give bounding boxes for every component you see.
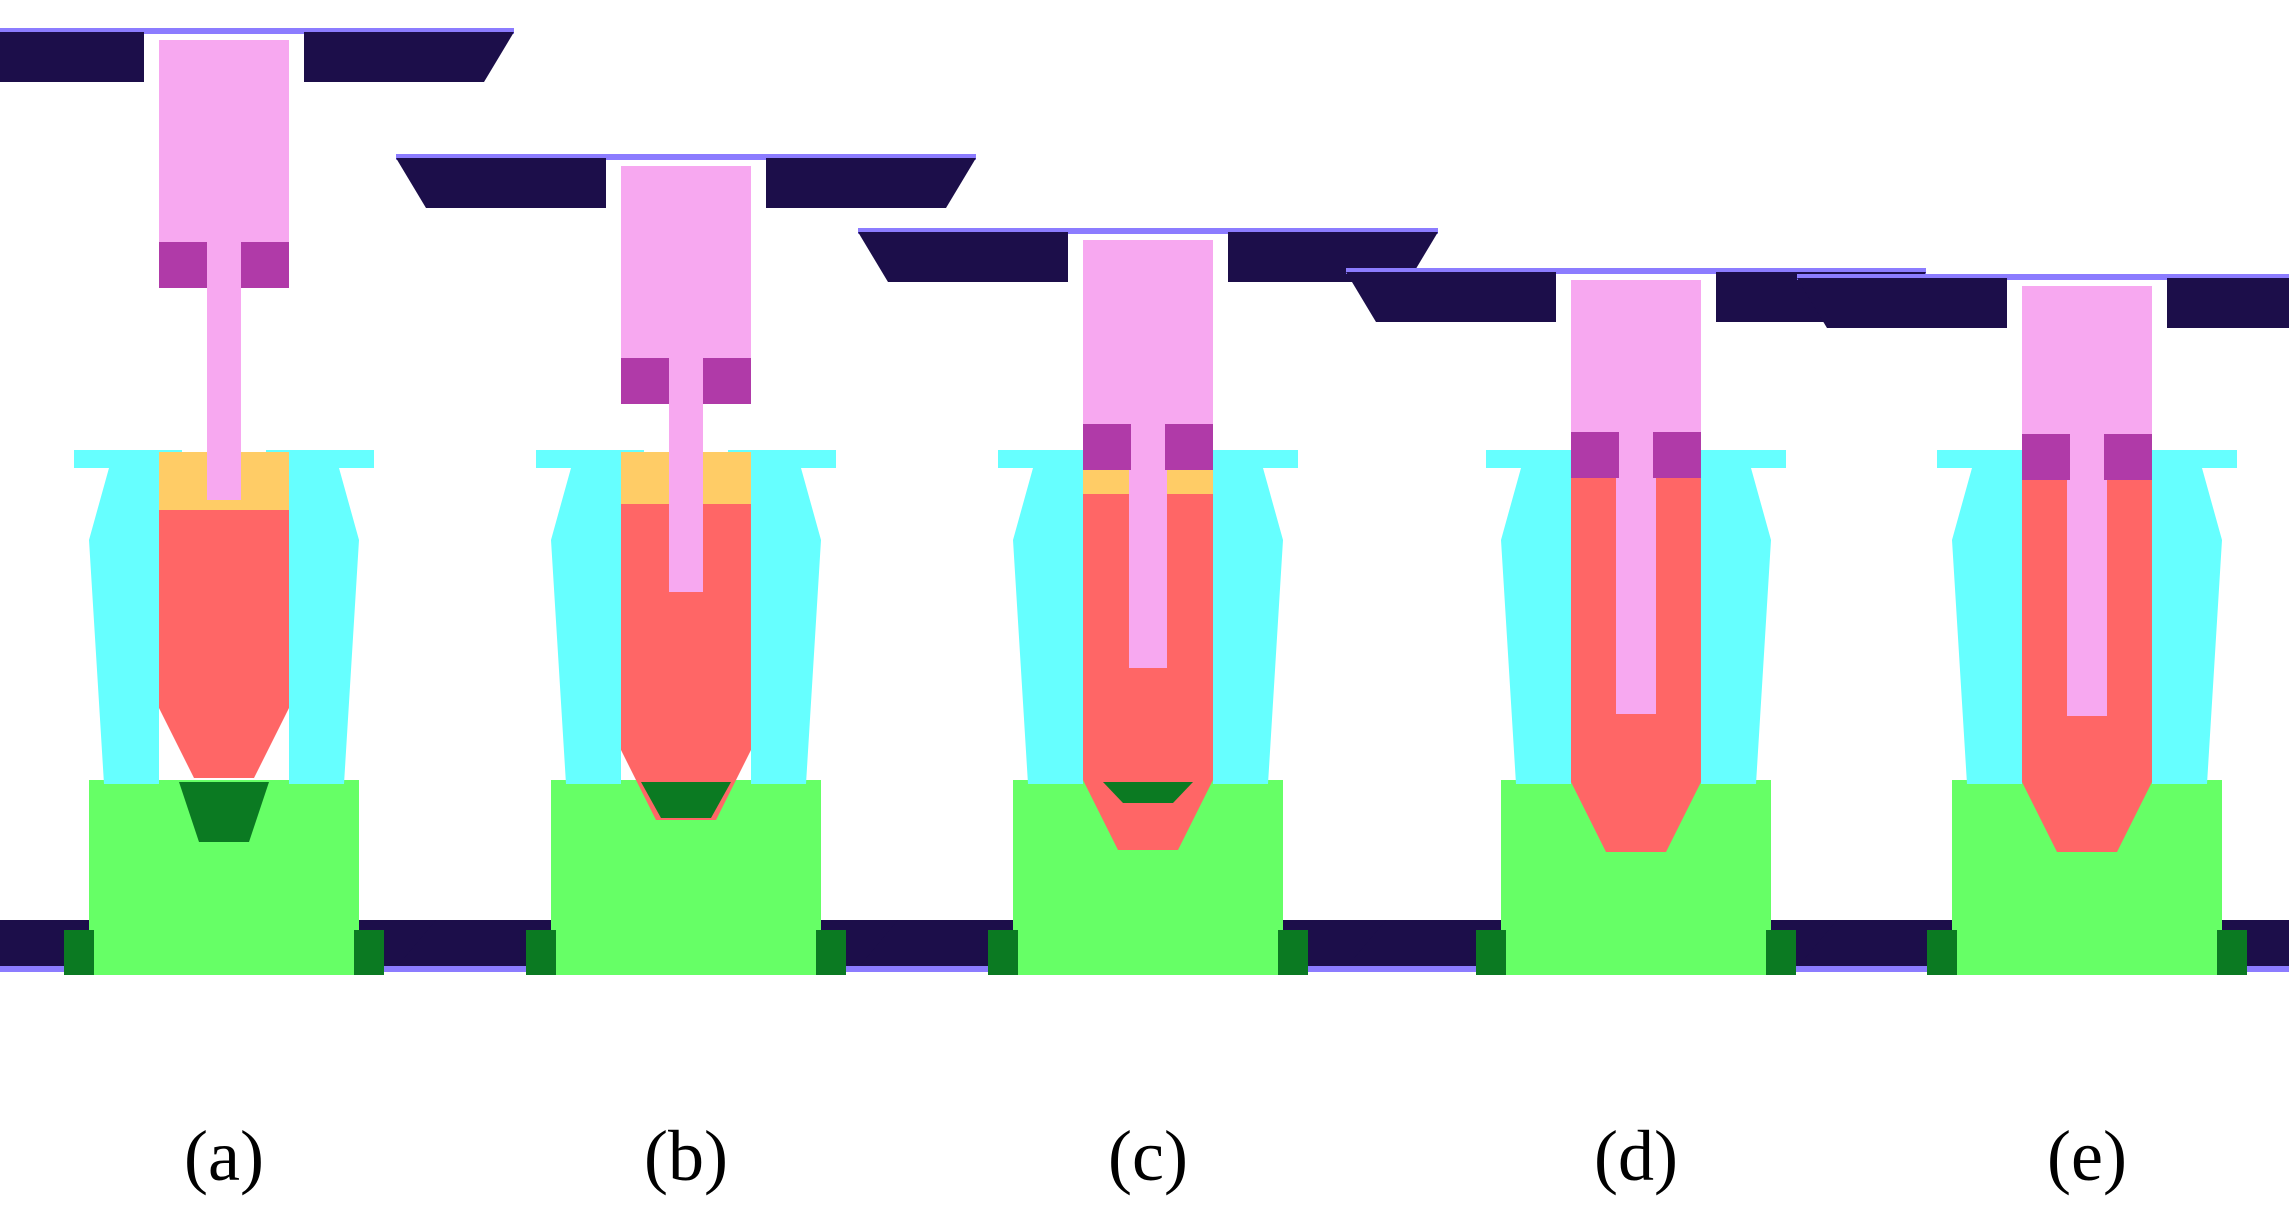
panel-c-die-right	[1190, 450, 1298, 784]
panel-d-die-left	[1486, 450, 1594, 784]
panel-d-punch-shoulder-left	[1571, 432, 1619, 478]
panel-b-counter-die-dome	[641, 782, 731, 818]
panel-d-punch-shoulder-right	[1653, 432, 1701, 478]
panel-d-counter-die-foot-left	[1476, 930, 1506, 975]
panel-c-top-platen-edge	[858, 228, 1438, 234]
panel-e-counter-die-foot-right	[2217, 930, 2247, 975]
panel-c-counter-die-foot-right	[1278, 930, 1308, 975]
panel-d-counter-die-foot-right	[1766, 930, 1796, 975]
panel-c-counter-die-foot-left	[988, 930, 1018, 975]
panel-d-punch-stem	[1616, 468, 1656, 714]
panel-a-workpiece	[159, 510, 289, 778]
panel-e-counter-die-foot-left	[1927, 930, 1957, 975]
panel-a-punch-shoulder-right	[241, 242, 289, 288]
panel-label-e: (e)	[2047, 1116, 2127, 1196]
panel-a-top-platen-edge	[0, 28, 514, 34]
panel-d-top-platen-left	[1346, 272, 1556, 322]
panel-label-c: (c)	[1108, 1116, 1188, 1196]
panel-a-punch-stem	[207, 278, 241, 500]
panel-c-top-platen-left	[858, 232, 1068, 282]
panel-a-die-right	[266, 450, 374, 784]
panel-b-top-platen-right	[766, 158, 976, 208]
panel-c-punch-stem	[1129, 460, 1167, 668]
panel-a-counter-die-foot-left	[64, 930, 94, 975]
panel-d-top-platen-edge	[1346, 268, 1926, 274]
panel-c-punch-shoulder-left	[1083, 424, 1131, 470]
panel-e-punch-stem	[2067, 470, 2107, 716]
panel-e-top-platen-right	[2167, 278, 2289, 328]
panel-b-punch-stem	[669, 394, 703, 592]
panel-e-punch-shoulder-left	[2022, 434, 2070, 480]
panel-b-die-right	[728, 450, 836, 784]
panel-a-die-left	[74, 450, 182, 784]
panel-a-counter-die-dome	[179, 782, 269, 842]
panel-d-die-right	[1678, 450, 1786, 784]
panel-b-top-platen-edge	[396, 154, 976, 160]
panel-b-die-left	[536, 450, 644, 784]
panel-label-d: (d)	[1594, 1116, 1678, 1196]
panel-c-punch-shoulder-right	[1165, 424, 1213, 470]
panel-c-workpiece	[1083, 494, 1213, 850]
panel-e-punch-shoulder-right	[2104, 434, 2152, 480]
panel-a-top-platen-right	[304, 32, 514, 82]
panel-label-b: (b)	[644, 1116, 728, 1196]
panel-e-top-platen-left	[1797, 278, 2007, 328]
panel-b-counter-die-foot-left	[526, 930, 556, 975]
panel-c-counter-die-dome	[1103, 782, 1193, 803]
panel-e-die-left	[1937, 450, 2045, 784]
panel-b-punch-shoulder-left	[621, 358, 669, 404]
panel-a-punch-shoulder-left	[159, 242, 207, 288]
panel-a-counter-die-foot-right	[354, 930, 384, 975]
panel-e-top-platen-edge	[1797, 274, 2289, 280]
panel-a-top-platen-left	[0, 32, 144, 82]
panel-b-workpiece	[621, 504, 751, 820]
panel-e-die-right	[2129, 450, 2237, 784]
panel-c-die-left	[998, 450, 1106, 784]
panel-b-top-platen-left	[396, 158, 606, 208]
panel-label-a: (a)	[184, 1116, 264, 1196]
panel-b-punch-shoulder-right	[703, 358, 751, 404]
panel-b-counter-die-foot-right	[816, 930, 846, 975]
